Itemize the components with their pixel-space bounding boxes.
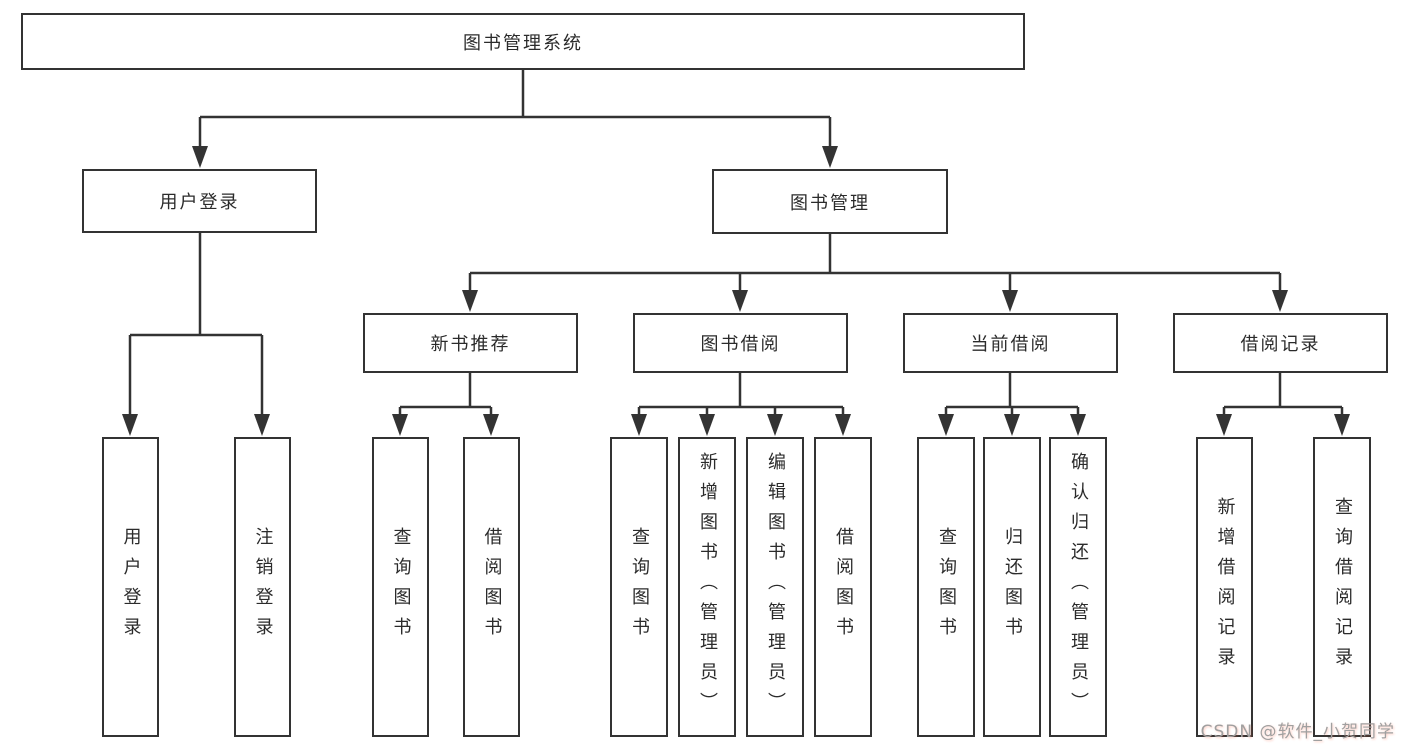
node-book-borrowing: 图书借阅 [633, 313, 848, 373]
node-label: 图书管理 [790, 192, 870, 214]
node-user-login: 用户登录 [82, 169, 317, 233]
node-label: 图书管理系统 [463, 32, 583, 54]
node-label: 当前借阅 [970, 334, 1051, 355]
node-label: 确认归还（管理员） [1068, 452, 1089, 722]
leaf-current-confirm-return-admin: 确认归还（管理员） [1049, 437, 1107, 737]
leaf-records-add-record: 新增借阅记录 [1196, 437, 1253, 737]
node-label: 借阅图书 [481, 527, 503, 647]
leaf-borrowing-edit-book-admin: 编辑图书（管理员） [746, 437, 804, 737]
leaf-logout: 注销登录 [234, 437, 291, 737]
leaf-newbook-query-book: 查询图书 [372, 437, 429, 737]
node-label: 查询借阅记录 [1332, 497, 1353, 677]
node-new-book-recommend: 新书推荐 [363, 313, 578, 373]
node-label: 借阅图书 [833, 527, 854, 647]
node-borrowing-records: 借阅记录 [1173, 313, 1388, 373]
node-label: 注销登录 [252, 527, 274, 647]
node-label: 用户登录 [120, 527, 142, 647]
leaf-user-login: 用户登录 [102, 437, 159, 737]
node-book-management: 图书管理 [712, 169, 948, 234]
node-label: 编辑图书（管理员） [765, 452, 786, 722]
node-label: 查询图书 [936, 527, 957, 647]
node-label: 查询图书 [390, 527, 412, 647]
leaf-current-query-book: 查询图书 [917, 437, 975, 737]
node-root-system: 图书管理系统 [21, 13, 1025, 70]
node-label: 借阅记录 [1240, 334, 1321, 355]
node-label: 新书推荐 [430, 334, 511, 355]
leaf-current-return-book: 归还图书 [983, 437, 1041, 737]
leaf-borrowing-borrow-book: 借阅图书 [814, 437, 872, 737]
node-label: 查询图书 [629, 527, 650, 647]
node-label: 归还图书 [1002, 527, 1023, 647]
leaf-borrowing-query-book: 查询图书 [610, 437, 668, 737]
leaf-records-query-record: 查询借阅记录 [1313, 437, 1371, 737]
leaf-borrowing-add-book-admin: 新增图书（管理员） [678, 437, 736, 737]
node-label: 用户登录 [159, 192, 240, 213]
node-label: 新增图书（管理员） [697, 452, 718, 722]
node-label: 图书借阅 [700, 334, 781, 355]
node-current-borrowing: 当前借阅 [903, 313, 1118, 373]
node-label: 新增借阅记录 [1214, 497, 1236, 677]
csdn-watermark: CSDN @软件_小贺同学 [1200, 722, 1395, 742]
leaf-newbook-borrow-book: 借阅图书 [463, 437, 520, 737]
